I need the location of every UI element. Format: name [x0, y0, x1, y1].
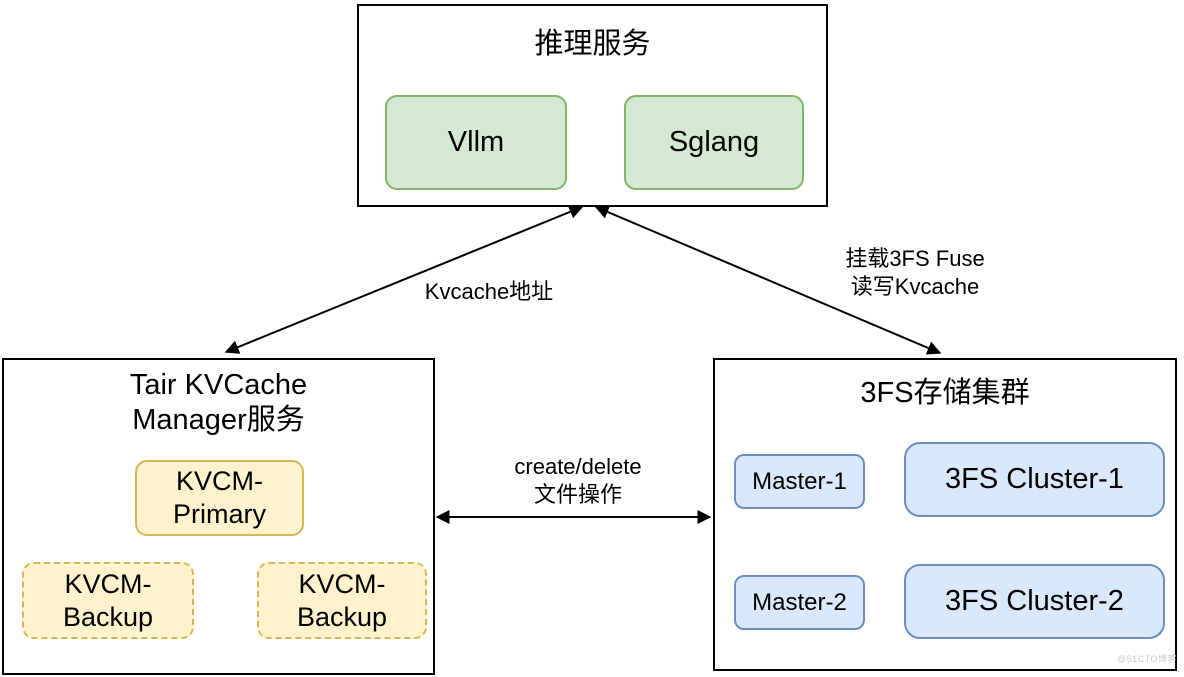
vllm-label: Vllm — [447, 126, 505, 158]
edge-label-fuse: 挂载3FS Fuse 读写Kvcache — [805, 245, 1025, 301]
edge-label-kvcache-address: Kvcache地址 — [424, 279, 554, 304]
kvcm-backup1-label-line1: KVCM- — [64, 568, 152, 599]
tair-kvcm-title: Tair KVCache Manager服务 — [4, 368, 433, 438]
tair-kvcm-title-line1: Tair KVCache — [129, 369, 308, 401]
master-1-node: Master-1 — [734, 454, 865, 509]
kvcm-backup2-label-line2: Backup — [296, 601, 388, 632]
inference-service-title: 推理服务 — [534, 28, 651, 60]
master-1-label: Master-1 — [752, 467, 847, 495]
storage-cluster-box: 3FS存储集群 Master-1 3FS Cluster-1 Master-2 … — [713, 358, 1177, 671]
kvcm-backup-node-2: KVCM- Backup — [257, 562, 427, 639]
kvcm-primary-node: KVCM- Primary — [135, 460, 304, 536]
master-2-node: Master-2 — [734, 575, 865, 630]
edge-label-file-ops-line2: 文件操作 — [533, 482, 622, 507]
inference-service-box: 推理服务 Vllm Sglang — [357, 4, 828, 207]
edge-label-fuse-line2: 读写Kvcache — [850, 274, 980, 299]
storage-cluster-title: 3FS存储集群 — [860, 377, 1030, 409]
master-2-label: Master-2 — [752, 588, 847, 616]
edge-label-fuse-line1: 挂载3FS Fuse — [845, 246, 985, 271]
edge-label-file-ops-line1: create/delete — [514, 454, 642, 479]
kvcm-primary-label-line2: Primary — [173, 499, 266, 529]
kvcm-backup2-label-line1: KVCM- — [298, 568, 386, 599]
kvcm-primary-label-line1: KVCM- — [176, 466, 263, 496]
tair-kvcm-title-line2: Manager服务 — [132, 404, 305, 436]
sglang-label: Sglang — [668, 126, 760, 158]
cluster-2-label: 3FS Cluster-2 — [945, 585, 1124, 617]
watermark: @51CTO博客 — [1117, 654, 1177, 664]
cluster-2-node: 3FS Cluster-2 — [904, 564, 1165, 639]
vllm-node: Vllm — [385, 95, 567, 190]
cluster-1-node: 3FS Cluster-1 — [904, 442, 1165, 517]
edge-label-file-ops: create/delete 文件操作 — [478, 453, 678, 509]
tair-kvcm-box: Tair KVCache Manager服务 KVCM- Primary KVC… — [2, 358, 435, 675]
kvcm-backup1-label-line2: Backup — [62, 601, 154, 632]
cluster-1-label: 3FS Cluster-1 — [945, 463, 1124, 495]
kvcm-backup-node-1: KVCM- Backup — [22, 562, 194, 639]
sglang-node: Sglang — [624, 95, 804, 190]
